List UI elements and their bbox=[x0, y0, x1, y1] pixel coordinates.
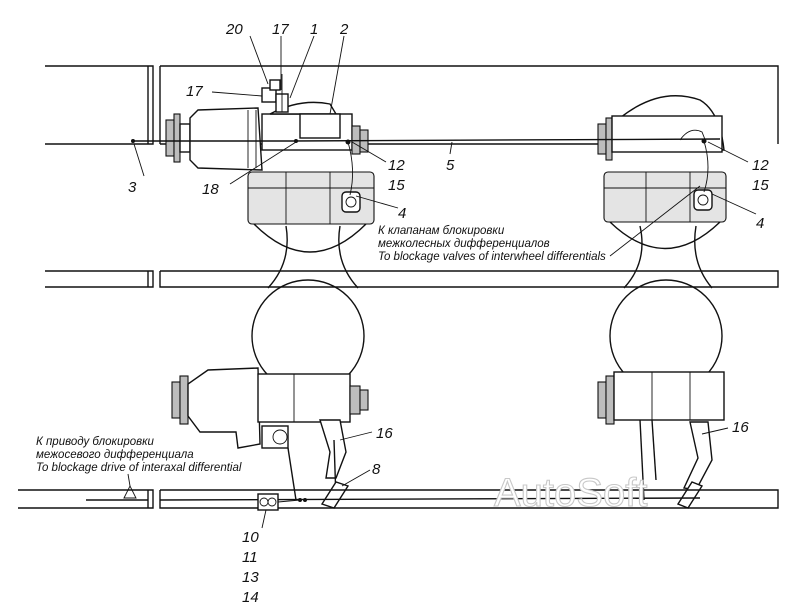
callout-15-front: 15 bbox=[388, 177, 405, 194]
callout-3: 3 bbox=[128, 179, 137, 196]
note-interaxal-ru-1: К приводу блокировки bbox=[36, 436, 155, 448]
watermark-logo: AutoSoft bbox=[494, 471, 647, 515]
callout-15-rear: 15 bbox=[752, 177, 769, 194]
rear-axle-top bbox=[597, 95, 727, 250]
callout-11: 11 bbox=[242, 549, 258, 566]
callout-2: 2 bbox=[339, 21, 349, 38]
front-axle-top bbox=[165, 74, 375, 253]
callout-8: 8 bbox=[372, 461, 381, 478]
callout-12-front: 12 bbox=[388, 157, 405, 174]
note-interwheel-ru-1: К клапанам блокировки bbox=[378, 225, 505, 237]
leader-lines bbox=[127, 35, 757, 529]
note-interwheel-en: To blockage valves of interwheel differe… bbox=[378, 251, 606, 263]
callout-20: 20 bbox=[225, 21, 243, 38]
note-interaxal-en: To blockage drive of interaxal different… bbox=[36, 462, 242, 474]
air-pipe-top bbox=[131, 138, 721, 196]
callout-14: 14 bbox=[242, 589, 259, 606]
callout-5: 5 bbox=[446, 157, 455, 174]
callout-18: 18 bbox=[202, 181, 219, 198]
callout-17-top: 17 bbox=[272, 21, 289, 38]
note-interwheel-ru-2: межколесных дифференциалов bbox=[378, 238, 550, 250]
callout-1: 1 bbox=[310, 21, 318, 38]
callout-4-front: 4 bbox=[398, 205, 406, 222]
callout-12-rear: 12 bbox=[752, 157, 769, 174]
middle-frame-rail bbox=[45, 270, 779, 288]
note-interaxal-ru-2: межосевого дифференциала bbox=[36, 449, 194, 461]
bottom-frame-rail bbox=[18, 484, 779, 511]
callout-4-rear: 4 bbox=[756, 215, 764, 232]
callout-16-rear: 16 bbox=[732, 419, 749, 436]
callout-13: 13 bbox=[242, 569, 259, 586]
callout-10: 10 bbox=[242, 529, 259, 546]
rear-axle-side bbox=[597, 225, 725, 509]
callout-17-side: 17 bbox=[186, 83, 203, 100]
callout-16-front: 16 bbox=[376, 425, 393, 442]
